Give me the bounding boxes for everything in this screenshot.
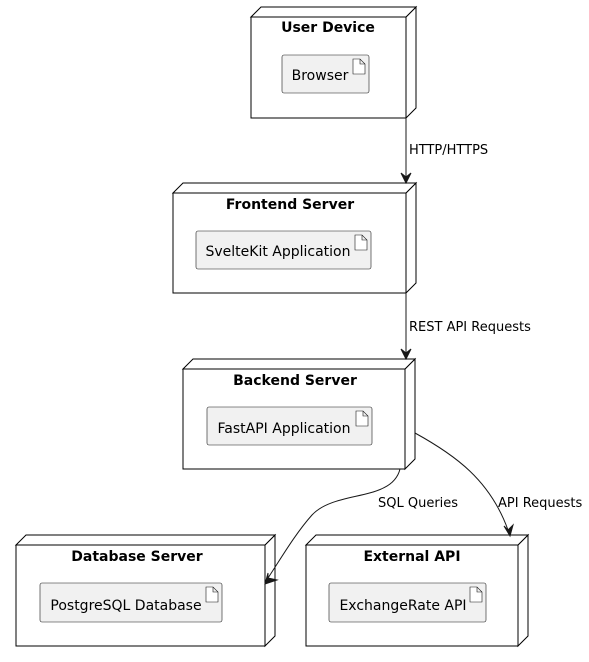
arrowhead [503, 523, 514, 538]
edge-line [414, 432, 509, 531]
artifact-label: PostgreSQL Database [50, 598, 201, 614]
edge-label: HTTP/HTTPS [409, 143, 488, 158]
artifact-exchangerate-api: ExchangeRate API [328, 582, 487, 623]
artifact-icon [205, 586, 219, 603]
artifact-sveltekit-application: SvelteKit Application [195, 230, 372, 270]
node-title: External API [363, 549, 460, 565]
node-external-api: External API ExchangeRate API [304, 533, 530, 648]
artifact-box [195, 230, 372, 270]
node-backend-server: Backend Server FastAPI Application [181, 357, 417, 471]
artifact-label: Browser [292, 68, 349, 84]
node-title: Frontend Server [226, 197, 354, 213]
node-3d-top [181, 358, 417, 370]
arrowhead [400, 348, 412, 361]
node-title: User Device [281, 20, 375, 36]
edge-label: SQL Queries [378, 496, 458, 511]
edge-device-to-frontend: HTTP/HTTPS [400, 118, 488, 185]
artifact-fastapi-application: FastAPI Application [206, 406, 373, 446]
edge-line [267, 468, 401, 579]
artifact-box [281, 54, 370, 94]
artifact-icon [355, 410, 369, 427]
artifact-box [328, 582, 487, 623]
edge-frontend-to-backend: REST API Requests [400, 293, 531, 361]
edge-backend-to-database: SQL Queries [264, 468, 458, 585]
artifact-postgresql-database: PostgreSQL Database [39, 582, 223, 623]
artifact-box [206, 406, 373, 446]
artifact-icon [469, 586, 483, 603]
edge-backend-to-external: API Requests [414, 432, 583, 538]
node-3d-side [405, 5, 417, 120]
artifact-icon [352, 58, 366, 75]
node-frontend-server: Frontend Server SvelteKit Application [171, 181, 418, 295]
node-3d-top [171, 182, 418, 194]
node-title: Database Server [71, 549, 202, 565]
node-title: Backend Server [233, 373, 357, 389]
artifact-label: ExchangeRate API [339, 598, 466, 614]
artifact-label: FastAPI Application [218, 421, 351, 437]
artifact-icon [354, 234, 368, 251]
node-3d-top [304, 534, 530, 546]
artifact-label: SvelteKit Application [205, 244, 350, 260]
node-3d-side [264, 533, 276, 648]
artifact-browser: Browser [281, 54, 370, 94]
arrowhead [400, 172, 412, 185]
artifact-box [39, 582, 223, 623]
node-3d-side [517, 533, 529, 648]
arrowhead [264, 572, 279, 585]
node-database-server: Database Server PostgreSQL Database [14, 533, 277, 648]
node-3d-top [249, 6, 418, 18]
node-3d-side [405, 181, 417, 295]
edge-label: REST API Requests [409, 320, 531, 335]
node-3d-top [14, 534, 277, 546]
node-user-device: User Device Browser [249, 5, 418, 120]
node-3d-side [404, 357, 416, 471]
edge-label: API Requests [498, 496, 583, 511]
